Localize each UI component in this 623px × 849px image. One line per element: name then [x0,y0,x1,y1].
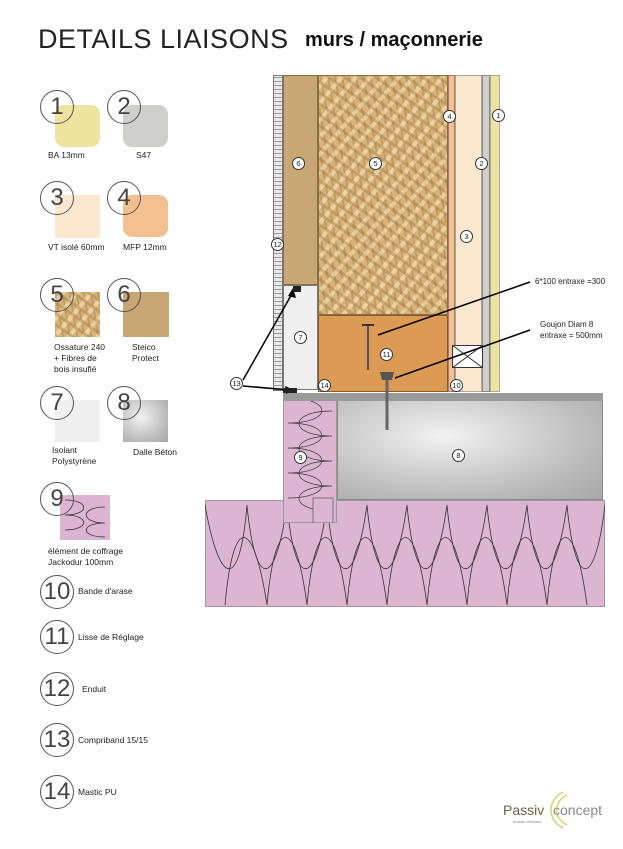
diagram-marker: 2 [475,157,488,170]
legend-number: 7 [40,386,74,420]
diagram-marker: 13 [230,377,243,390]
screw-annotation: 6*100 entraxe =300 [535,277,606,286]
logo-tagline: bureau d'études [513,819,542,824]
logo-arc-icon [550,791,568,829]
legend-label: Dalle Béton [133,447,177,457]
legend-label: S47 [136,150,152,160]
insulation-pattern [205,504,605,606]
legend-label: Mastic PU [78,787,117,797]
diagram-marker: 12 [271,238,284,251]
diagram-marker: 1 [492,109,505,122]
legend-label: Bande d'arase [78,586,133,596]
legend-label: VT isolé 60mm [48,242,105,252]
slab-top-band [283,393,603,401]
legend-label: Compriband 15/15 [78,735,148,745]
logo-text-left: Passiv [503,802,545,818]
legend-number: 4 [107,181,141,215]
layer-ba13 [490,75,500,392]
legend-number: 5 [40,278,74,312]
layer-enduit [273,75,283,391]
legend-number: 13 [40,723,74,757]
legend-number: 8 [107,386,141,420]
diagram-marker: 5 [369,157,382,170]
diagram-marker: 4 [443,110,456,123]
diagram-marker: 6 [292,157,305,170]
legend-label: BA 13mm [48,150,85,160]
layer-mfp [448,75,455,392]
diagram-marker: 3 [460,230,473,243]
legend-number: 1 [40,90,74,124]
legend-label: Enduit [82,684,107,694]
page-title: DETAILS LIAISONS [38,24,289,54]
layer-s47 [482,75,490,392]
legend-number: 11 [40,620,74,654]
legend-number: 6 [107,278,141,312]
legend-number: 3 [40,181,74,215]
legend-label: MFP 12mm [123,242,167,252]
page-subtitle: murs / maçonnerie [305,29,483,51]
bolt-annotation-line1: Goujon Diam 8 [540,320,594,329]
legend-label: Steico Protect [132,342,159,363]
diagram-marker: 9 [294,451,307,464]
legend-label: Ossature 240 + Fibres de bois insuflé [54,342,106,374]
layer-osb-frame [318,75,448,315]
insulation-pattern [287,397,334,523]
diagram-marker: 7 [294,331,307,344]
diagram-marker: 8 [452,449,465,462]
legend-label: Lisse de Réglage [78,632,144,642]
legend-number: 9 [40,482,74,516]
passivconcept-logo: Passiv concept bureau d'études [503,790,613,830]
diagram-marker: 10 [450,379,463,392]
legend-number: 10 [40,575,74,609]
legend-number: 2 [107,90,141,124]
bolt-annotation-line2: entraxe = 500mm [540,331,603,340]
legend-label: Isolant Polystyrène [52,445,97,466]
legend-number: 14 [40,775,74,809]
legend-number: 12 [40,672,74,706]
diagram-marker: 11 [380,348,393,361]
layer-steico [283,75,318,285]
logo-text-right: concept [553,802,603,818]
diagram-marker: 14 [318,379,331,392]
layer-concrete-slab [337,393,603,500]
legend-label: élément de coffrage Jackodur 100mm [48,546,123,567]
